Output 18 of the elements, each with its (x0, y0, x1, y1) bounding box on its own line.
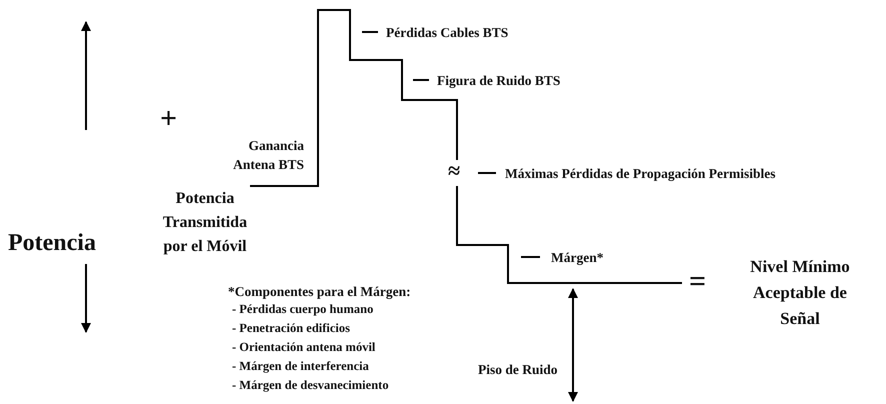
list-item: - Orientación antena móvil (232, 339, 376, 356)
list-item: - Márgen de interferencia (232, 358, 369, 375)
approx-sign: ≈ (448, 158, 460, 184)
min-signal-level-label: Nivel Mínimo Aceptable de Señal (749, 256, 851, 330)
equals-sign: = (689, 265, 706, 299)
gain-label: Ganancia Antena BTS (232, 137, 304, 174)
power-label: Potencia Transmitida por el Móvil (162, 189, 248, 257)
margin-label: Márgen* (551, 249, 604, 267)
noise-figure-label: Figura de Ruido BTS (437, 72, 560, 90)
plus-sign: + (160, 102, 178, 136)
propagation-loss-label: Máximas Pérdidas de Propagación Permisibles (505, 165, 776, 183)
margin-components-heading: *Componentes para el Márgen: (228, 283, 411, 301)
noise-floor-label: Piso de Ruido (478, 361, 558, 379)
list-item: - Pérdidas cuerpo humano (232, 301, 374, 318)
axis-title: Potencia (8, 229, 96, 258)
list-item: - Márgen de desvanecimiento (232, 377, 389, 394)
list-item: - Penetración edificios (232, 320, 350, 337)
loss-label: Pérdidas Cables BTS (386, 24, 508, 42)
